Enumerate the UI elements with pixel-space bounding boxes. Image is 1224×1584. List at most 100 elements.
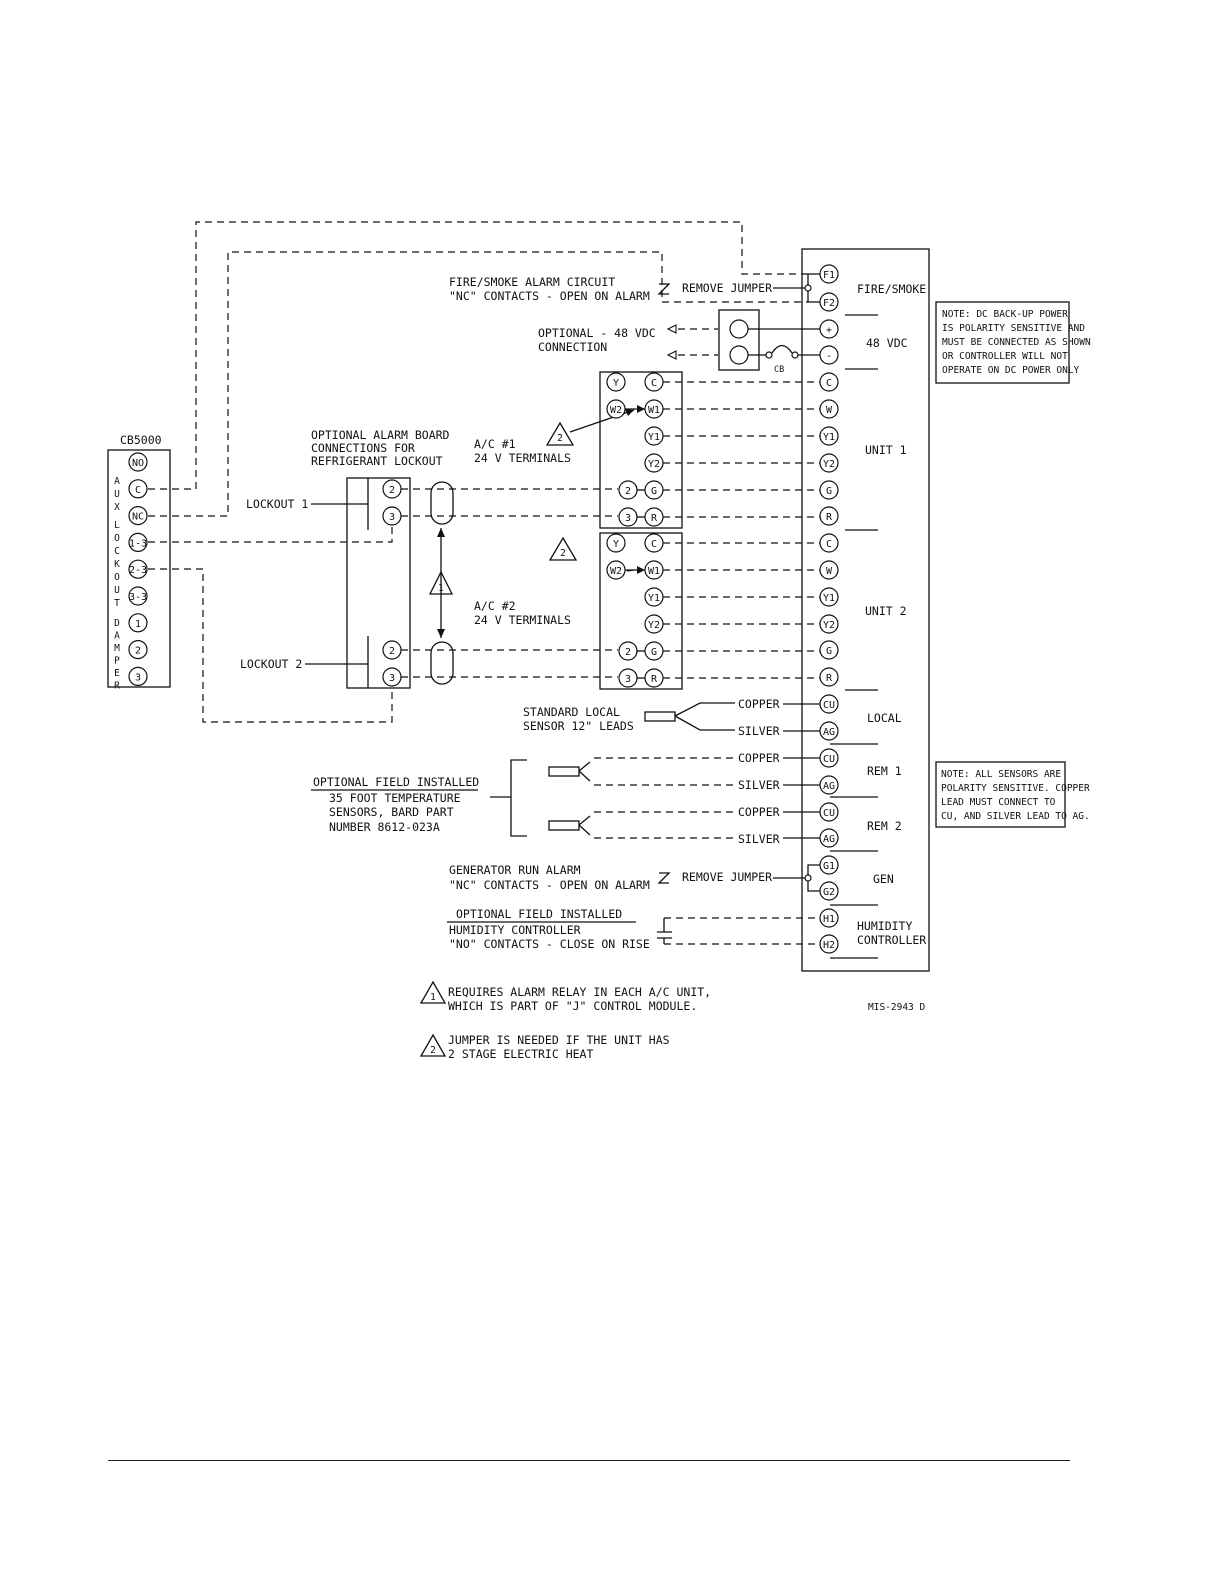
ac2-right-terminal: R — [651, 674, 658, 685]
section-fire-smoke: FIRE/SMOKE — [857, 282, 926, 296]
local-sensor-line-1: STANDARD LOCAL — [523, 705, 620, 719]
ac2-left-terminal: W2 — [610, 566, 622, 577]
cb5000-vertical-letter: E — [114, 668, 120, 679]
ac2-left-terminal: Y — [613, 539, 619, 550]
footnote2-line-1: JUMPER IS NEEDED IF THE UNIT HAS — [448, 1033, 670, 1047]
controller-terminal: F2 — [823, 298, 835, 309]
controller-terminal: C — [826, 378, 832, 389]
controller-terminal: AG — [823, 834, 835, 845]
cb5000-vertical-letter: A — [114, 476, 120, 487]
cb5000-vertical-letter: U — [114, 489, 120, 500]
note2-line-1: NOTE: ALL SENSORS ARE — [941, 769, 1061, 780]
controller-terminal: CU — [823, 700, 835, 711]
footer-rule — [108, 1460, 1070, 1461]
ab-term-1: 2 — [389, 485, 395, 496]
controller-terminal: Y2 — [823, 620, 835, 631]
cb5000-vertical-letter: O — [114, 572, 120, 583]
ac1-left-terminal: 2 — [625, 486, 631, 497]
note2-line-4: CU, AND SILVER LEAD TO AG. — [941, 811, 1090, 822]
ac2-line-2: 24 V TERMINALS — [474, 613, 571, 627]
circuit-breaker-label: CB — [774, 365, 784, 375]
ac2-left-terminal: 3 — [625, 674, 631, 685]
cb5000-vertical-letter: P — [114, 656, 120, 667]
ac1-line-1: A/C #1 — [474, 437, 516, 451]
cb5000-vertical-letter: D — [114, 618, 120, 629]
controller-terminal: W — [826, 405, 833, 416]
ab-term-2: 3 — [389, 512, 395, 523]
ac2-terminal-box — [599, 532, 683, 690]
controller-block: F1F2+-CWY1Y2GRCWY1Y2GRCUAGCUAGCUAGG1G2H1… — [801, 248, 930, 972]
cb5000-terminal: 1 — [135, 619, 141, 630]
controller-terminal: CU — [823, 808, 835, 819]
controller-terminal: W — [826, 566, 833, 577]
controller-terminal: G2 — [823, 887, 835, 898]
ac2-left-terminal: 2 — [625, 647, 631, 658]
cb5000-vertical-letter: K — [114, 559, 120, 570]
cb5000-box — [107, 449, 171, 688]
alarm-board-header-1: OPTIONAL ALARM BOARD — [311, 428, 450, 442]
cb5000-vertical-letter: R — [114, 681, 120, 692]
note2-line-2: POLARITY SENSITIVE. COPPER — [941, 783, 1090, 794]
note-dc-power: NOTE: DC BACK-UP POWER IS POLARITY SENSI… — [935, 301, 1091, 384]
ac1-terminal-box — [599, 371, 683, 529]
section-unit1: UNIT 1 — [865, 443, 907, 457]
dc-section: OPTIONAL - 48 VDC CONNECTION CB — [538, 309, 820, 375]
section-rem1: REM 1 — [867, 764, 902, 778]
rem2-silver: SILVER — [738, 832, 780, 846]
humidity-line-1: OPTIONAL FIELD INSTALLED — [456, 907, 622, 921]
alarm-board-box — [346, 477, 411, 689]
generator-jumper: REMOVE JUMPER — [682, 870, 772, 884]
lockout2-label: LOCKOUT 2 — [240, 657, 302, 671]
controller-dividers — [830, 314, 878, 959]
lockout1-label: LOCKOUT 1 — [246, 497, 308, 511]
cb5000-terminal: NO — [132, 458, 144, 469]
cb5000-wiring — [148, 221, 808, 723]
ac1-line-2: 24 V TERMINALS — [474, 451, 571, 465]
generator-line-2: "NC" CONTACTS - OPEN ON ALARM — [449, 878, 650, 892]
rem1-sensor — [548, 766, 580, 777]
relay-capsule-2 — [430, 641, 454, 685]
controller-terminal: Y1 — [823, 593, 835, 604]
ac2-line-1: A/C #2 — [474, 599, 516, 613]
controller-terminal: R — [826, 512, 833, 523]
humidity-line-2: HUMIDITY CONTROLLER — [449, 923, 581, 937]
alarm-board-header-3: REFRIGERANT LOCKOUT — [311, 454, 443, 468]
relay-capsule-1 — [430, 481, 454, 525]
controller-terminal: AG — [823, 727, 835, 738]
local-silver: SILVER — [738, 724, 780, 738]
section-unit2: UNIT 2 — [865, 604, 907, 618]
section-48vdc: 48 VDC — [866, 336, 908, 350]
cb5000-vertical-letter: T — [114, 598, 120, 609]
controller-terminal: C — [826, 539, 832, 550]
controller-terminal: CU — [823, 754, 835, 765]
note2-line-3: LEAD MUST CONNECT TO — [941, 797, 1056, 808]
local-sensor-line-2: SENSOR 12" LEADS — [523, 719, 634, 733]
footnotes: 1 REQUIRES ALARM RELAY IN EACH A/C UNIT,… — [419, 980, 925, 1061]
controller-terminal: AG — [823, 781, 835, 792]
footnote1-line-2: WHICH IS PART OF "J" CONTROL MODULE. — [448, 999, 697, 1013]
field-sensor-line-3: SENSORS, BARD PART — [329, 805, 454, 819]
footnote2-line-2: 2 STAGE ELECTRIC HEAT — [448, 1047, 593, 1061]
controller-terminal: G1 — [823, 861, 835, 872]
ac2-right-terminal: Y1 — [648, 593, 660, 604]
footnote1-num: 1 — [430, 992, 436, 1003]
cb5000-vertical-letter: L — [114, 520, 120, 531]
controller-terminal: - — [826, 351, 832, 362]
dc-line-1: OPTIONAL - 48 VDC — [538, 326, 656, 340]
alarm-board-triangle-num: 1 — [438, 583, 444, 594]
rem1-silver: SILVER — [738, 778, 780, 792]
controller-terminal: H2 — [823, 940, 835, 951]
note1-line-5: OPERATE ON DC POWER ONLY — [942, 365, 1080, 376]
ac1-right-terminal: Y1 — [648, 432, 660, 443]
cb5000-terminal: NC — [132, 512, 144, 523]
cb5000-terminal: 3-3 — [129, 592, 147, 603]
ab-term-3: 2 — [389, 646, 395, 657]
cb5000-vertical-letter: A — [114, 631, 120, 642]
fire-smoke-section: FIRE/SMOKE ALARM CIRCUIT "NC" CONTACTS -… — [449, 273, 820, 303]
controller-terminal: G — [826, 646, 832, 657]
drawing-number: MIS-2943 D — [868, 1002, 925, 1013]
